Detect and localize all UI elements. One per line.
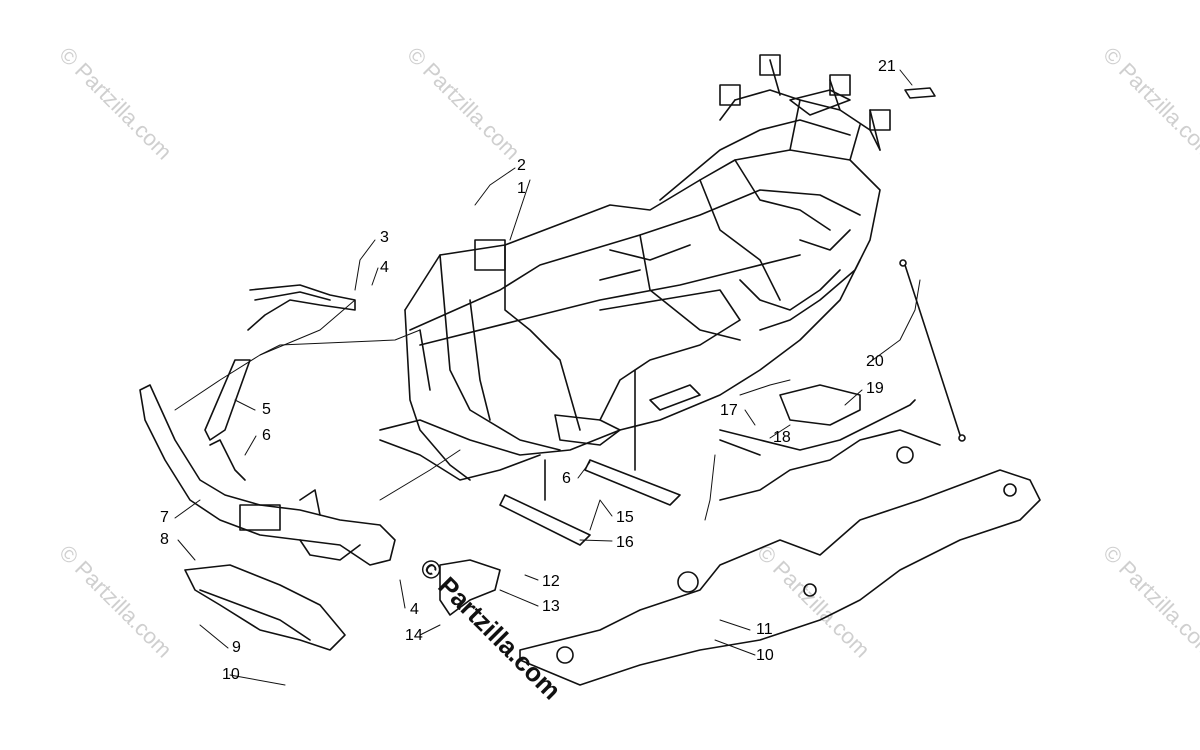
callout-1: 1 (517, 180, 526, 197)
front-skid-plate (184, 564, 346, 651)
callout-8: 8 (160, 531, 169, 548)
callout-3: 3 (380, 229, 389, 246)
frame-runners (499, 369, 681, 546)
callout-4: 4 (410, 601, 419, 618)
callout-6: 6 (562, 470, 571, 487)
callout-21: 21 (878, 58, 896, 75)
callout-15: 15 (616, 509, 634, 526)
rear-bracket (719, 384, 916, 456)
decal (904, 87, 936, 99)
callout-17: 17 (720, 402, 738, 419)
callout-13: 13 (542, 598, 560, 615)
callout-6: 6 (262, 427, 271, 444)
callout-10: 10 (222, 666, 240, 683)
mounting-plate (439, 559, 501, 616)
callout-11: 11 (756, 621, 773, 638)
callout-9: 9 (232, 639, 241, 656)
callout-7: 7 (160, 509, 169, 526)
callout-19: 19 (866, 380, 884, 397)
leader-lines (174, 69, 921, 686)
support-rod (899, 259, 966, 442)
callout-18: 18 (773, 429, 791, 446)
callout-10: 10 (756, 647, 774, 664)
callout-14: 14 (405, 627, 423, 644)
callout-5: 5 (262, 401, 271, 418)
left-bracket (247, 284, 356, 331)
main-frame (379, 54, 891, 481)
support-strut (204, 359, 251, 441)
callout-2: 2 (517, 157, 526, 174)
callout-20: 20 (866, 353, 884, 370)
callout-16: 16 (616, 534, 634, 551)
callout-4: 4 (380, 259, 389, 276)
callout-12: 12 (542, 573, 560, 590)
floor-board (519, 429, 1041, 686)
